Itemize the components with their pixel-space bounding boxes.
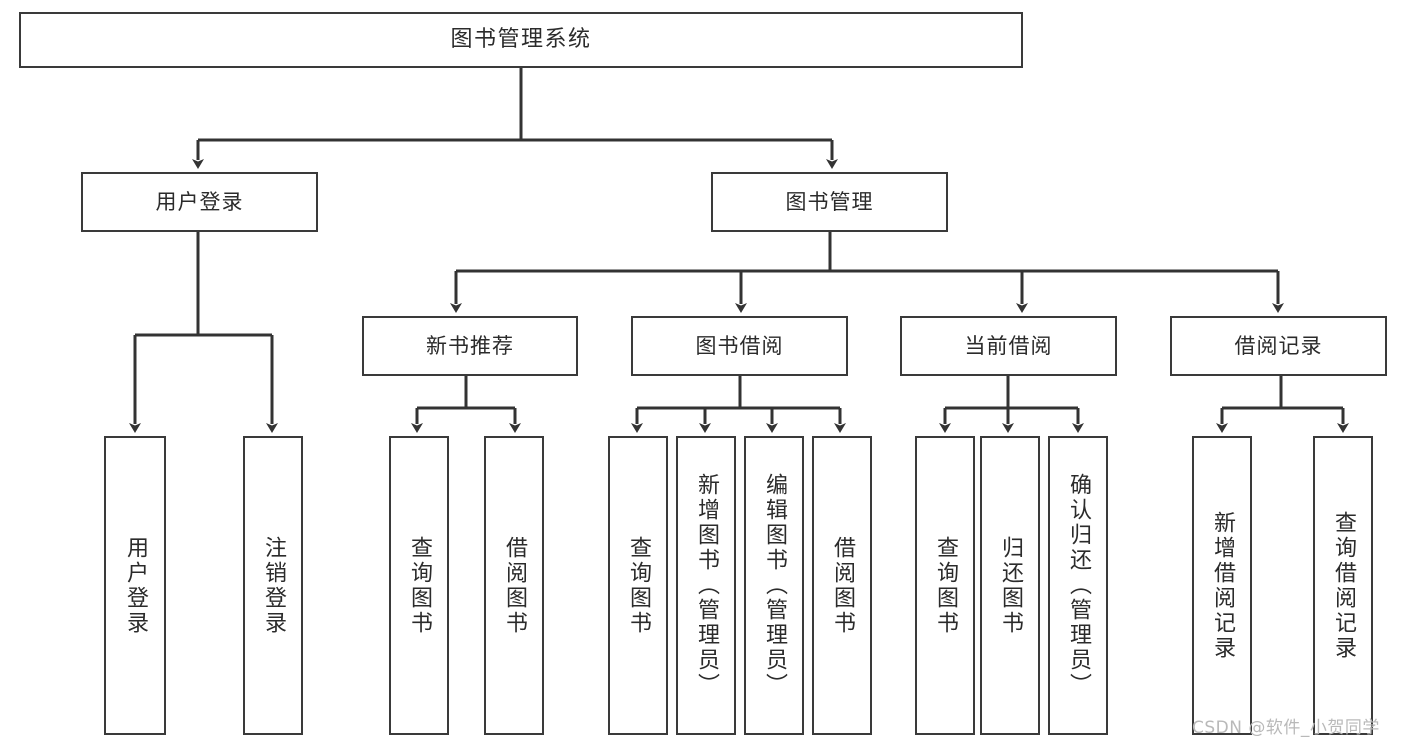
node-leaf-user-login[interactable]: 用户登录	[104, 436, 166, 735]
node-book-borrow[interactable]: 图书借阅	[631, 316, 848, 376]
node-new-book-rec-label: 新书推荐	[426, 333, 514, 358]
node-leaf-logout-label: 注销登录	[261, 535, 286, 636]
node-leaf-add-record[interactable]: 新增借阅记录	[1192, 436, 1252, 735]
node-leaf-logout[interactable]: 注销登录	[243, 436, 303, 735]
node-leaf-edit-book-label: 编辑图书（管理员）	[762, 473, 787, 698]
node-leaf-user-login-label: 用户登录	[123, 535, 148, 636]
node-leaf-confirm-return-label: 确认归还（管理员）	[1066, 473, 1091, 698]
node-leaf-add-record-label: 新增借阅记录	[1210, 510, 1235, 661]
node-book-borrow-label: 图书借阅	[695, 333, 784, 358]
node-leaf-borrow-book-1[interactable]: 借阅图书	[484, 436, 544, 735]
csdn-watermark: CSDN @软件_小贺同学	[1192, 718, 1380, 738]
node-leaf-query-book-3[interactable]: 查询图书	[915, 436, 975, 735]
node-leaf-query-book-3-label: 查询图书	[933, 535, 958, 636]
node-root-label: 图书管理系统	[450, 27, 592, 53]
node-user-login-label: 用户登录	[155, 189, 244, 214]
node-leaf-borrow-book-2[interactable]: 借阅图书	[812, 436, 872, 735]
node-leaf-query-record-label: 查询借阅记录	[1331, 510, 1356, 661]
node-leaf-borrow-book-1-label: 借阅图书	[502, 535, 527, 636]
node-leaf-query-book-2[interactable]: 查询图书	[608, 436, 668, 735]
node-user-login[interactable]: 用户登录	[81, 172, 318, 232]
node-borrow-record[interactable]: 借阅记录	[1170, 316, 1387, 376]
node-book-manage-label: 图书管理	[785, 189, 874, 214]
node-current-borrow[interactable]: 当前借阅	[900, 316, 1117, 376]
node-leaf-query-book-1-label: 查询图书	[407, 535, 432, 636]
node-leaf-edit-book[interactable]: 编辑图书（管理员）	[744, 436, 804, 735]
node-book-manage[interactable]: 图书管理	[711, 172, 948, 232]
node-borrow-record-label: 借阅记录	[1234, 333, 1323, 358]
node-current-borrow-label: 当前借阅	[964, 333, 1053, 358]
node-leaf-query-record[interactable]: 查询借阅记录	[1313, 436, 1373, 735]
node-leaf-borrow-book-2-label: 借阅图书	[830, 535, 855, 636]
node-leaf-query-book-1[interactable]: 查询图书	[389, 436, 449, 735]
node-leaf-query-book-2-label: 查询图书	[626, 535, 651, 636]
node-leaf-return-book[interactable]: 归还图书	[980, 436, 1040, 735]
node-leaf-confirm-return[interactable]: 确认归还（管理员）	[1048, 436, 1108, 735]
node-leaf-add-book[interactable]: 新增图书（管理员）	[676, 436, 736, 735]
node-leaf-return-book-label: 归还图书	[998, 535, 1023, 636]
node-leaf-add-book-label: 新增图书（管理员）	[694, 473, 719, 698]
node-new-book-rec[interactable]: 新书推荐	[362, 316, 578, 376]
node-root[interactable]: 图书管理系统	[19, 12, 1023, 68]
